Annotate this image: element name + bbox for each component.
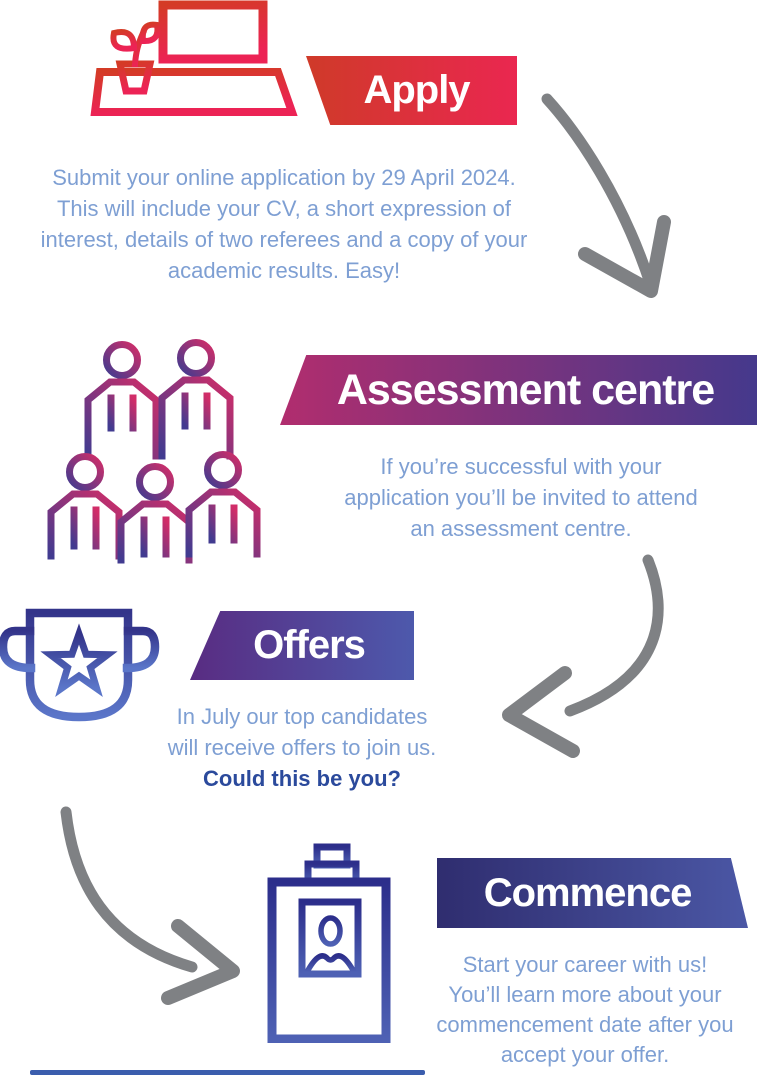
commence-body-text: Start your career with us! You’ll learn … [402, 950, 768, 1070]
body-line: accept your offer. [500, 1042, 670, 1067]
assessment-banner: Assessment centre [280, 355, 757, 425]
body-line: In July our top candidates [176, 704, 428, 729]
body-line: academic results. Easy! [167, 258, 401, 283]
body-bold-line: Could this be you? [203, 766, 401, 791]
body-line: application you’ll be invited to attend [344, 485, 698, 510]
apply-banner-label: Apply [363, 68, 470, 112]
step-apply-section: Apply Submit your online application by … [0, 0, 769, 300]
apply-banner: Apply [306, 56, 517, 125]
step-offers-section: Offers In July our top candidates will r… [0, 598, 769, 808]
id-badge-icon [267, 843, 391, 1043]
assessment-body-text: If you’re successful with your applicati… [331, 451, 711, 544]
offers-body-text: In July our top candidates will receive … [127, 701, 477, 794]
offers-banner-label: Offers [253, 623, 366, 667]
desk-computer-icon [90, 0, 298, 145]
commence-banner-label: Commence [483, 870, 693, 915]
commence-banner: Commence [437, 858, 748, 928]
offers-banner: Offers [190, 611, 414, 680]
body-line: interest, details of two referees and a … [40, 227, 528, 252]
bottom-accent-bar [30, 1070, 425, 1075]
apply-body-text: Submit your online application by 29 Apr… [6, 162, 562, 286]
step-assessment-section: Assessment centre If you’re successful w… [0, 330, 769, 570]
people-group-icon [47, 339, 261, 564]
body-line: commencement date after you [436, 1012, 734, 1037]
assessment-banner-label: Assessment centre [336, 365, 715, 414]
body-line: If you’re successful with your [380, 454, 662, 479]
body-line: You’ll learn more about your [448, 982, 722, 1007]
body-line: Submit your online application by 29 Apr… [52, 165, 516, 190]
body-line: This will include your CV, a short expre… [56, 196, 512, 221]
step-commence-section: Commence Start your career with us! You’… [0, 843, 769, 1075]
body-line: Start your career with us! [462, 952, 708, 977]
body-line: an assessment centre. [410, 516, 632, 541]
body-line: will receive offers to join us. [167, 735, 437, 760]
trophy-icon [0, 608, 160, 776]
